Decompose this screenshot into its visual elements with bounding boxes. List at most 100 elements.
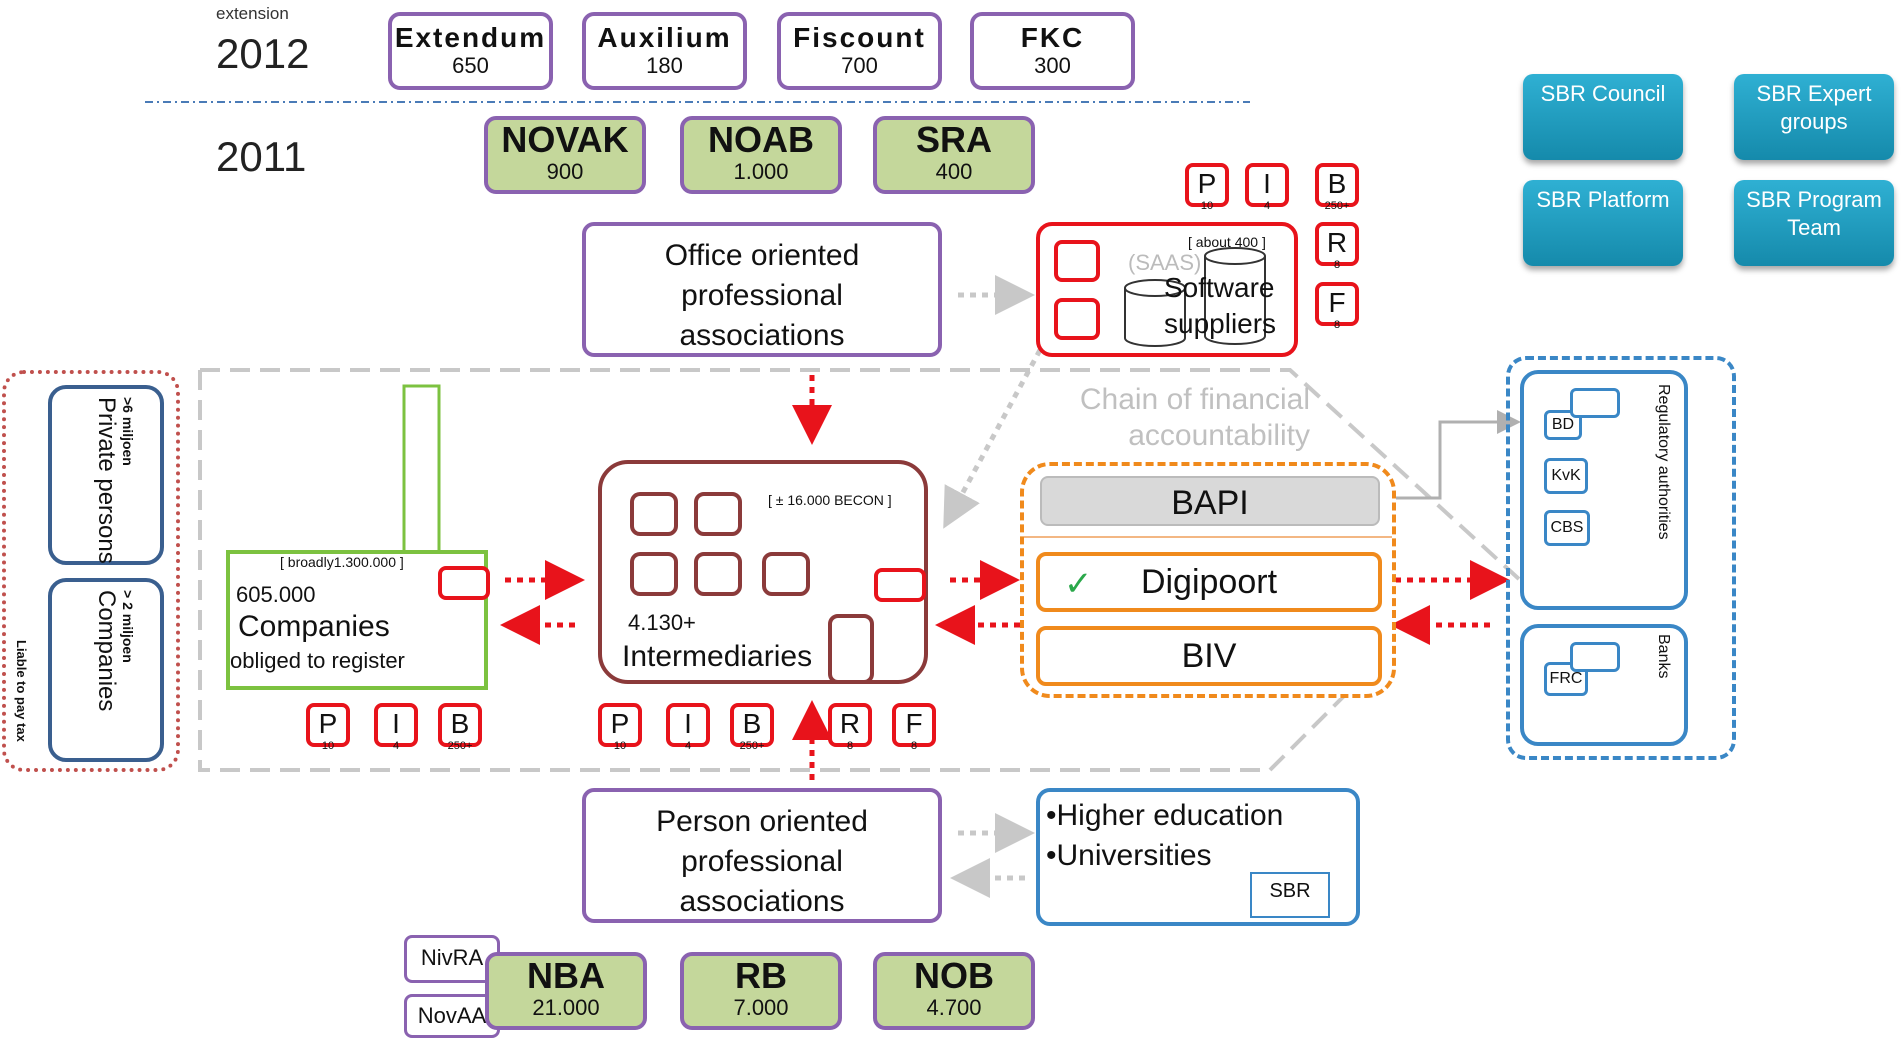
badge-letter: B xyxy=(450,708,470,739)
bapi-to-bd-line xyxy=(1380,410,1521,500)
ext-name: FKC xyxy=(1020,22,1085,53)
companies-sub: obliged to register xyxy=(230,648,405,673)
assoc-name: RB xyxy=(735,955,787,996)
companies-liable-label: Companies xyxy=(93,590,120,712)
intermediary-square xyxy=(630,552,678,596)
assoc-name: SRA xyxy=(915,119,992,160)
ext-count: 700 xyxy=(841,53,878,78)
person-oriented-associations: Person oriented professional association… xyxy=(582,788,942,923)
badge-num: 10 xyxy=(1200,200,1214,212)
banks-box: FRC Banks xyxy=(1520,624,1688,746)
companies-device-icon xyxy=(438,566,490,600)
ext-name: Fiscount xyxy=(793,22,926,53)
intermediaries-becon: [ ± 16.000 BECON ] xyxy=(768,492,892,508)
companies-broadly: [ broadly1.300.000 ] xyxy=(280,554,404,570)
companies-count: 605.000 xyxy=(236,582,316,607)
gateway-box: BAPI ✓ Digipoort BIV xyxy=(1020,462,1396,698)
banks-title: Banks xyxy=(1655,634,1672,679)
kvk-box: KvK xyxy=(1544,458,1588,494)
intermediary-square xyxy=(762,552,810,596)
sbr-expert-groups: SBR Expert groups xyxy=(1734,74,1894,160)
software-saas: (SAAS) xyxy=(1128,250,1202,275)
companies-liable-box: > 2 miljoen Companies xyxy=(48,578,164,762)
assoc-name: NBA xyxy=(527,955,605,996)
assoc-box-sra: SRA 400 xyxy=(873,116,1035,194)
green-bar xyxy=(402,384,441,558)
intermediary-square xyxy=(694,552,742,596)
assoc-box-novak: NOVAK 900 xyxy=(484,116,646,194)
badge-letter: P xyxy=(1197,168,1217,199)
sbr-program-team: SBR Program Team xyxy=(1734,180,1894,266)
assoc-name: NOB xyxy=(914,955,994,996)
assoc-box-nob: NOB 4.700 xyxy=(873,952,1035,1030)
intermediary-square xyxy=(694,492,742,536)
badge-num: 8 xyxy=(846,740,854,752)
intermediaries-count: 4.130+ xyxy=(628,610,696,635)
badge-num: 10 xyxy=(613,740,627,752)
badge-num: 250+ xyxy=(1324,200,1350,212)
badge-letter: I xyxy=(1263,168,1271,199)
ext-count: 650 xyxy=(452,53,489,78)
education-item-1: •Higher education xyxy=(1046,799,1284,832)
badge-num: 250+ xyxy=(739,740,765,752)
software-about: [ about 400 ] xyxy=(1188,234,1266,250)
badge-letter: R xyxy=(1326,227,1348,258)
chain-outline-top xyxy=(200,368,1522,582)
ext-box-auxilium: Auxilium 180 xyxy=(582,12,747,90)
year-2011: 2011 xyxy=(216,133,307,180)
regulatory-title: Regulatory authorities xyxy=(1655,384,1672,540)
liable-box xyxy=(2,370,180,772)
digipoort-label: Digipoort xyxy=(1140,563,1278,601)
assoc-box-noab: NOAB 1.000 xyxy=(680,116,842,194)
education-box: •Higher education •Universities SBR xyxy=(1036,788,1360,926)
software-square xyxy=(1054,298,1100,340)
software-suppliers-box: (SAAS) [ about 400 ] Software suppliers xyxy=(1036,222,1298,357)
assoc-name: NOAB xyxy=(708,119,814,160)
badge-letter: B xyxy=(1327,168,1347,199)
companies-box: [ broadly1.300.000 ] 605.000 Companies o… xyxy=(226,550,490,690)
badge-letter: B xyxy=(742,708,762,739)
badge-letter: F xyxy=(905,708,923,739)
sbr-platform: SBR Platform xyxy=(1523,180,1683,266)
bapi-box: BAPI xyxy=(1040,476,1380,526)
chain-outline-bottom xyxy=(198,370,1362,772)
frc-overlay xyxy=(1570,642,1620,672)
badge-letter: P xyxy=(610,708,630,739)
companies-label: Companies xyxy=(238,610,390,643)
cbs-box: CBS xyxy=(1544,510,1590,546)
ext-name: Auxilium xyxy=(597,22,732,53)
badge-num: 8 xyxy=(910,740,918,752)
private-persons-box: >6 miljoen Private persons xyxy=(48,385,164,565)
software-label: Software suppliers xyxy=(1164,272,1277,339)
badge-letter: P xyxy=(318,708,338,739)
frc-box: FRC xyxy=(1544,662,1588,696)
bd-box: BD xyxy=(1544,410,1582,440)
regulatory-box: BD KvK CBS Regulatory authorities xyxy=(1520,370,1688,610)
gateway-divider xyxy=(1024,536,1392,538)
bd-overlay xyxy=(1570,388,1620,418)
intermediaries-label: Intermediaries xyxy=(622,640,813,673)
authorities-outline xyxy=(1506,356,1736,760)
badge-num: 4 xyxy=(392,740,400,752)
intermediary-square xyxy=(630,492,678,536)
assoc-name: NOVAK xyxy=(501,119,629,160)
assoc-box-rb: RB 7.000 xyxy=(680,952,842,1030)
badge-letter: F xyxy=(1328,287,1346,318)
extension-label: extension xyxy=(216,4,289,23)
novaa-box: NovAA xyxy=(404,994,500,1038)
ext-box-fiscount: Fiscount 700 xyxy=(777,12,942,90)
assoc-count: 900 xyxy=(546,159,584,184)
ext-count: 300 xyxy=(1034,53,1071,78)
